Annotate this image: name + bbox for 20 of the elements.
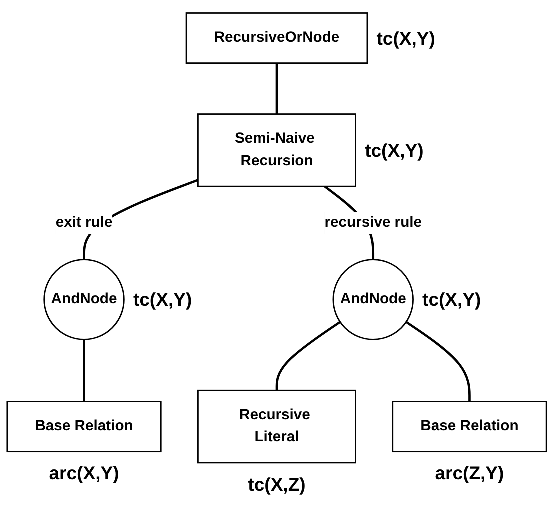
annotation-label: arc(Z,Y) (435, 462, 504, 484)
process-box: Semi-Naive Recursion (198, 114, 356, 188)
connector (83, 340, 86, 402)
process-box: Base Relation (392, 401, 548, 453)
annotation-label: tc(X,Y) (376, 28, 436, 49)
connector (276, 63, 278, 114)
annotation-label: tc(X,Z) (248, 474, 306, 495)
edge-label: recursive rule (324, 212, 422, 234)
circle-node: AndNode (44, 259, 125, 340)
connector (406, 321, 471, 402)
annotation-label: tc(X,Y) (133, 289, 192, 310)
circle-node: AndNode (332, 259, 414, 340)
annotation-label: tc(X,Y) (365, 140, 424, 161)
edge-label: exit rule (56, 212, 113, 234)
annotation-label: tc(X,Y) (422, 289, 482, 310)
process-box: Base Relation (6, 401, 162, 453)
process-box: Recursive Literal (198, 390, 356, 464)
process-box: RecursiveOrNode (186, 12, 368, 64)
connector (276, 321, 341, 391)
annotation-label: arc(X,Y) (49, 462, 120, 484)
